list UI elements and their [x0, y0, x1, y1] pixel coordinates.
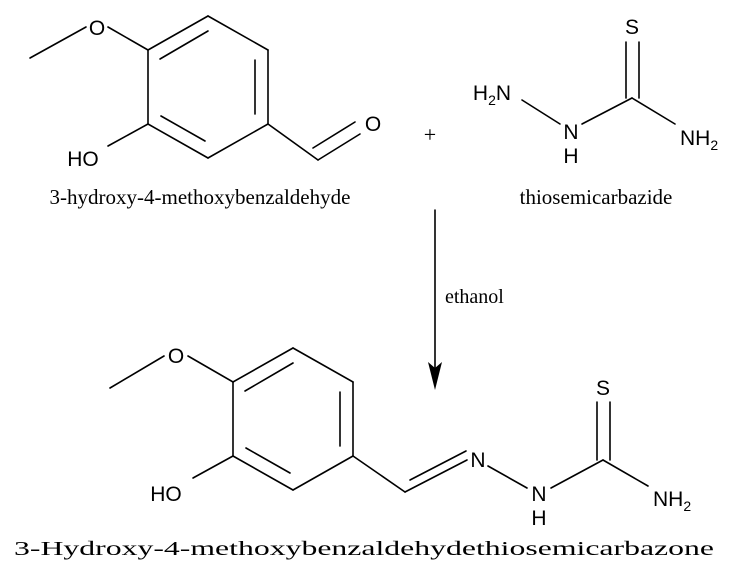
atom-sulfur: S	[596, 377, 610, 400]
atom-nitrogen: N	[470, 449, 485, 472]
bond-inner	[159, 30, 209, 60]
atom-nitrogen: N	[563, 121, 578, 144]
bond	[109, 355, 165, 389]
atom-nitrogen: N	[531, 483, 546, 506]
bond	[187, 355, 234, 383]
atom-oxygen: O	[168, 345, 184, 368]
atom-oxygen: O	[365, 113, 381, 136]
bond-inner	[244, 362, 294, 392]
bond	[192, 455, 234, 479]
atom-hydrogen: H	[531, 507, 546, 530]
bond	[521, 99, 561, 125]
product-structure: O HO N N H S NH2	[109, 345, 691, 530]
bond	[487, 465, 528, 489]
bond	[232, 455, 294, 491]
reaction-condition: ethanol	[445, 286, 504, 308]
reactant1-structure: O HO O	[29, 15, 381, 171]
bond	[107, 123, 149, 147]
atom-sulfur: S	[625, 16, 639, 39]
atom-hydroxyl: HO	[150, 483, 182, 506]
bond-inner	[245, 447, 291, 474]
bond	[317, 133, 361, 161]
bond	[312, 121, 356, 149]
bond	[550, 459, 604, 489]
bond	[207, 15, 269, 51]
bond	[147, 15, 209, 51]
bond	[267, 123, 319, 161]
atom-hydrogen: H	[563, 145, 578, 168]
atom-amine-left: H2N	[473, 82, 511, 108]
reactant2-name: thiosemicarbazide	[520, 185, 673, 209]
plus-sign: +	[424, 122, 436, 147]
bond	[352, 455, 406, 493]
bond	[404, 459, 468, 493]
reactant1-name: 3-hydroxy-4-methoxybenzaldehyde	[50, 185, 351, 209]
atom-amine-right: NH2	[680, 127, 718, 153]
bond	[292, 347, 354, 383]
bond	[292, 455, 354, 491]
bond	[602, 459, 649, 487]
reactant2-structure: S H2N N H NH2	[473, 16, 718, 168]
atom-amine: NH2	[653, 488, 691, 514]
bond	[207, 123, 269, 159]
atom-hydroxyl: HO	[67, 148, 99, 171]
bond	[581, 97, 633, 125]
product-name: 3-Hydroxy-4-methoxybenzaldehydethiosemic…	[14, 538, 714, 560]
reaction-arrow	[428, 209, 442, 390]
bond	[29, 26, 87, 59]
atom-oxygen: O	[89, 17, 105, 40]
bond	[107, 26, 149, 51]
bond	[409, 450, 467, 481]
bond	[147, 123, 209, 159]
bond-inner	[160, 115, 206, 142]
bond	[232, 347, 294, 383]
arrow-head	[428, 362, 442, 390]
bond	[631, 97, 676, 125]
